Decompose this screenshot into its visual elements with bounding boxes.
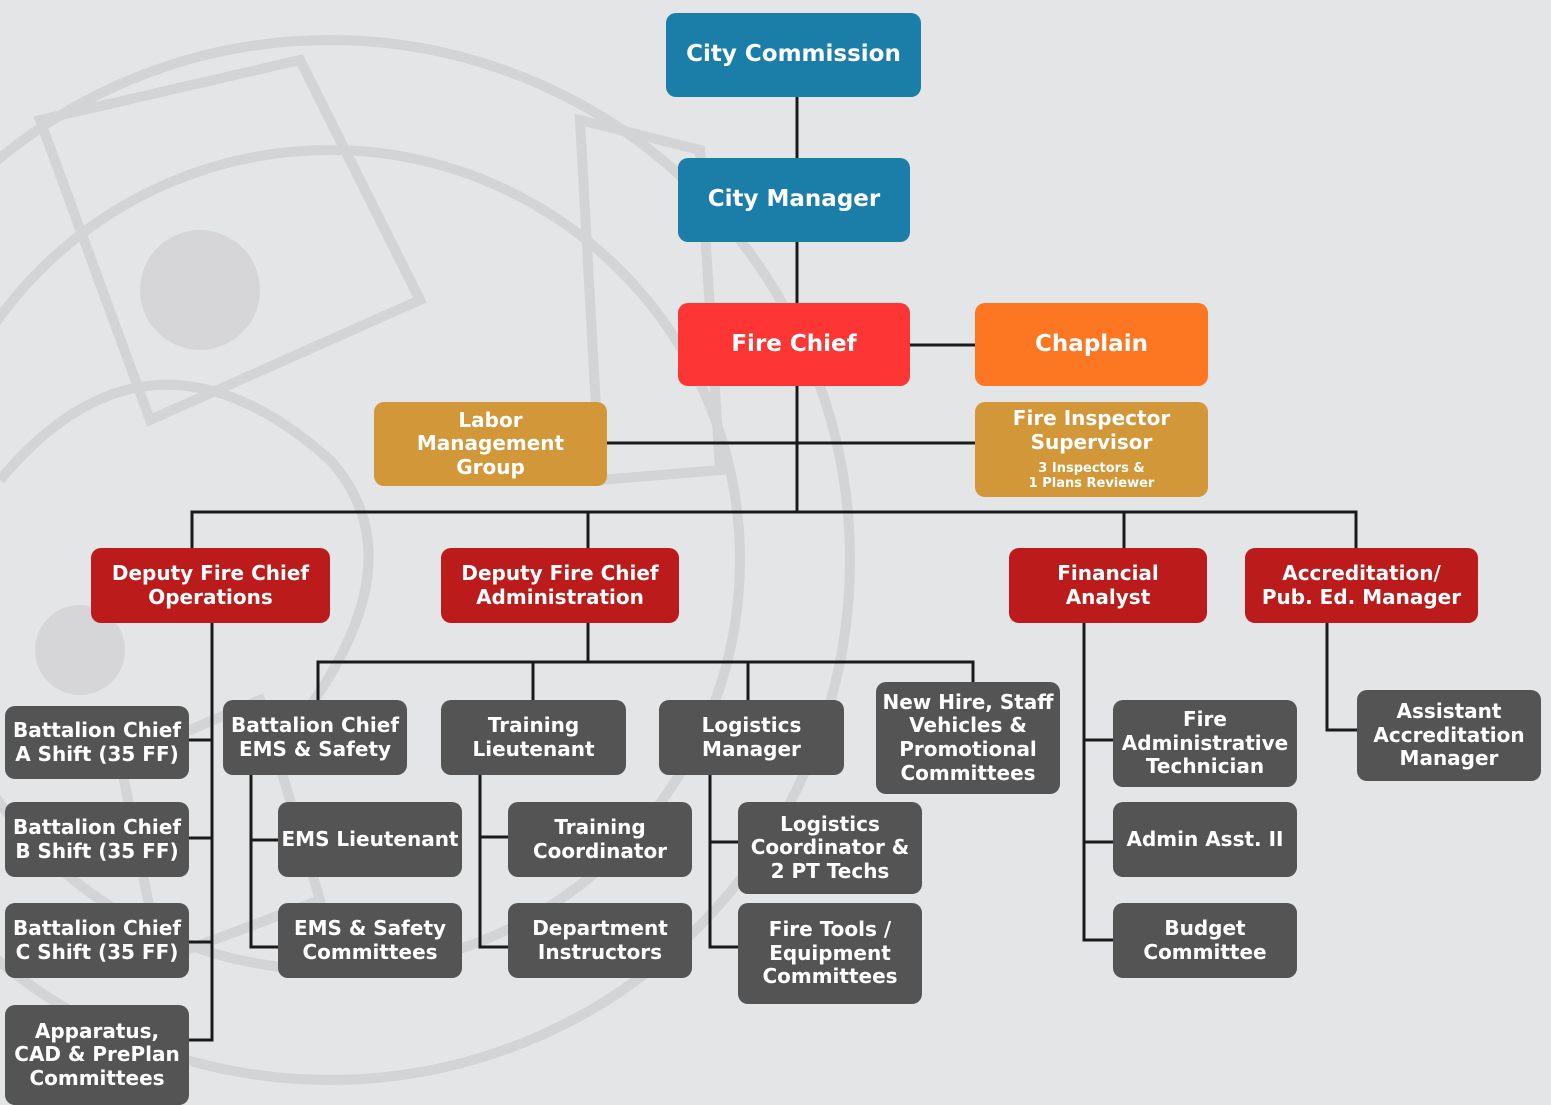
node-label: Admin Asst. II: [1126, 826, 1284, 851]
node-label: Battalion Chief EMS & Safety: [230, 712, 400, 761]
node-label: Fire Tools / Equipment Committees: [762, 917, 898, 989]
node-admin-asst: Admin Asst. II: [1113, 802, 1297, 877]
node-label: Training Coordinator: [532, 814, 668, 863]
node-label: Logistics Manager: [701, 712, 802, 761]
connector-logistics-trunk: [708, 773, 740, 949]
node-label: Labor Management Group: [416, 407, 565, 479]
node-note: 3 Inspectors & 1 Plans Reviewer: [1028, 460, 1155, 492]
node-label: Budget Committee: [1143, 915, 1267, 964]
node-training-lieutenant: Training Lieutenant: [441, 700, 626, 775]
node-budget-committee: Budget Committee: [1113, 903, 1297, 978]
node-label: Fire Chief: [731, 330, 857, 357]
node-label: Apparatus, CAD & PrePlan Committees: [14, 1018, 180, 1090]
node-label: Deputy Fire Chief Administration: [461, 560, 659, 609]
connector-ems-trunk: [249, 773, 280, 949]
node-financial-analyst: Financial Analyst: [1009, 548, 1207, 623]
node-label: Accreditation/ Pub. Ed. Manager: [1261, 560, 1462, 609]
node-chaplain: Chaplain: [975, 303, 1208, 386]
node-deputy-chief-operations: Deputy Fire Chief Operations: [91, 548, 330, 623]
node-city-manager: City Manager: [678, 158, 910, 242]
node-fire-inspector-supervisor: Fire Inspector Supervisor 3 Inspectors &…: [975, 402, 1208, 497]
node-label: Financial Analyst: [1057, 560, 1159, 609]
connector-accreditation-trunk: [1325, 620, 1359, 732]
node-battalion-chief-b: Battalion Chief B Shift (35 FF): [5, 802, 189, 877]
node-label: Fire Administrative Technician: [1121, 707, 1289, 779]
node-new-hire-committees: New Hire, Staff Vehicles & Promotional C…: [876, 682, 1060, 794]
node-label: Assistant Accreditation Manager: [1373, 699, 1525, 771]
node-label: Battalion Chief A Shift (35 FF): [12, 717, 182, 766]
node-label: Deputy Fire Chief Operations: [111, 560, 310, 609]
node-labor-management-group: Labor Management Group: [374, 402, 607, 486]
connector-operations-trunk: [186, 620, 214, 1042]
node-fire-chief: Fire Chief: [678, 303, 910, 386]
connector-training-trunk: [478, 773, 510, 949]
node-assistant-accreditation-manager: Assistant Accreditation Manager: [1357, 690, 1541, 781]
node-label: City Commission: [686, 41, 901, 68]
node-battalion-chief-ems: Battalion Chief EMS & Safety: [223, 700, 407, 775]
node-label: EMS & Safety Committees: [293, 915, 447, 964]
node-label: Fire Inspector Supervisor: [1012, 406, 1171, 454]
node-label: New Hire, Staff Vehicles & Promotional C…: [882, 689, 1054, 785]
node-label: Battalion Chief B Shift (35 FF): [12, 814, 182, 863]
node-city-commission: City Commission: [666, 13, 921, 97]
node-logistics-coordinator: Logistics Coordinator & 2 PT Techs: [738, 802, 922, 894]
node-label: Department Instructors: [532, 915, 668, 964]
node-label: Training Lieutenant: [472, 712, 595, 761]
node-accreditation-manager: Accreditation/ Pub. Ed. Manager: [1245, 548, 1478, 623]
node-apparatus-committees: Apparatus, CAD & PrePlan Committees: [5, 1005, 189, 1105]
node-label: City Manager: [707, 186, 881, 213]
node-battalion-chief-c: Battalion Chief C Shift (35 FF): [5, 903, 189, 978]
node-ems-lieutenant: EMS Lieutenant: [278, 802, 462, 877]
node-label: Chaplain: [1035, 330, 1148, 357]
node-label: Battalion Chief C Shift (35 FF): [12, 915, 182, 964]
node-fire-tools-committees: Fire Tools / Equipment Committees: [738, 903, 922, 1004]
node-logistics-manager: Logistics Manager: [659, 700, 844, 775]
connector-finance-trunk: [1082, 620, 1115, 942]
node-label: EMS Lieutenant: [281, 826, 459, 851]
node-ems-safety-committees: EMS & Safety Committees: [278, 903, 462, 978]
node-deputy-chief-administration: Deputy Fire Chief Administration: [441, 548, 679, 623]
node-battalion-chief-a: Battalion Chief A Shift (35 FF): [5, 706, 189, 779]
node-training-coordinator: Training Coordinator: [508, 802, 692, 877]
node-department-instructors: Department Instructors: [508, 903, 692, 978]
node-fire-admin-technician: Fire Administrative Technician: [1113, 700, 1297, 787]
node-label: Logistics Coordinator & 2 PT Techs: [750, 811, 910, 883]
